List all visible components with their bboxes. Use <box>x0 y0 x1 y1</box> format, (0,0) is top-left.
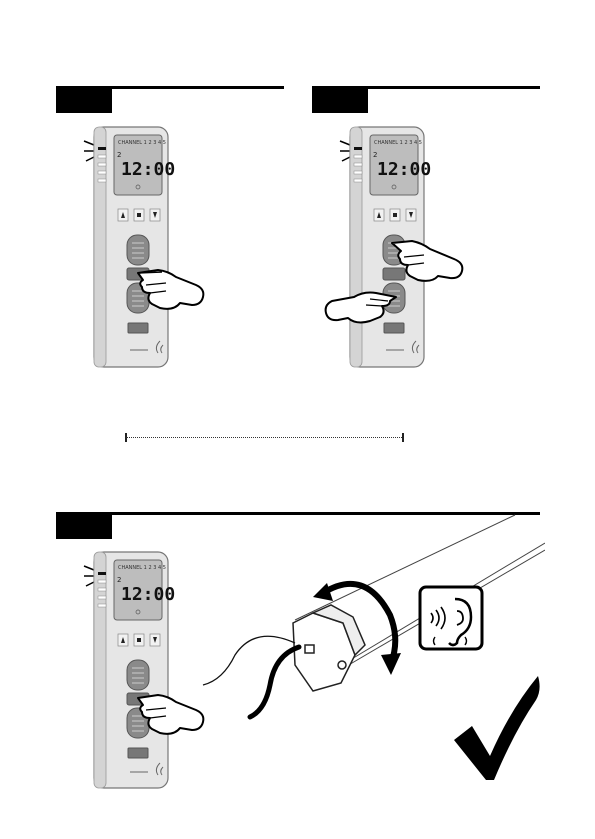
blink-indicator-icon <box>84 566 94 586</box>
remote-control-step-1: CHANNEL 1 2 3 4 5 2 12:00 <box>80 125 220 375</box>
blink-indicator-icon <box>340 141 350 161</box>
lcd-channel-label: CHANNEL 1 2 3 4 5 <box>118 140 166 146</box>
motor-head <box>293 605 365 691</box>
remote-control-step-2: CHANNEL 1 2 3 4 5 2 12:00 <box>322 125 472 375</box>
blink-indicator-icon <box>84 141 94 161</box>
ear-sound-icon <box>420 587 482 649</box>
lcd-time: 12:00 <box>121 584 175 605</box>
step-1-bar <box>56 86 284 89</box>
lcd-channel-number: 2 <box>117 576 121 584</box>
lcd-time: 12:00 <box>121 159 175 180</box>
step-3-tab <box>56 512 112 539</box>
step-2-bar <box>312 86 540 89</box>
lcd-channel-number: 2 <box>117 151 121 159</box>
dotted-separator <box>126 437 404 438</box>
step-1-tab <box>56 86 112 113</box>
lcd-time: 12:00 <box>377 159 431 180</box>
separator-right-tick <box>402 433 404 442</box>
lcd-channel-label: CHANNEL 1 2 3 4 5 <box>374 140 422 146</box>
checkmark-icon <box>450 670 545 785</box>
lcd-channel-number: 2 <box>373 151 377 159</box>
step-2-tab <box>312 86 368 113</box>
lcd-channel-label: CHANNEL 1 2 3 4 5 <box>118 565 166 571</box>
thick-cable <box>250 647 299 717</box>
